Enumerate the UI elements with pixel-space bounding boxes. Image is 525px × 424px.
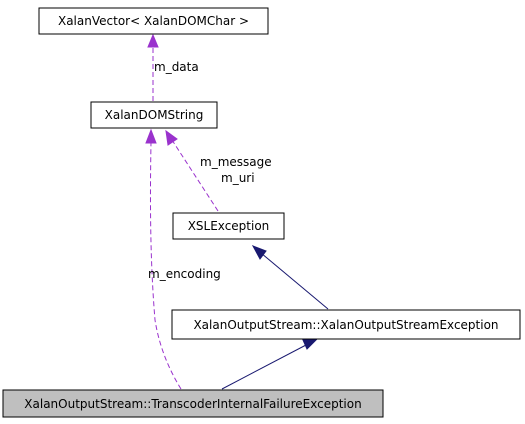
edge-inherit-xsl-arrowhead bbox=[251, 245, 267, 260]
edge-m-encoding-arrowhead bbox=[145, 128, 157, 144]
edge-label-m-message: m_message bbox=[200, 155, 272, 169]
edge-label-m-encoding: m_encoding bbox=[148, 267, 221, 281]
edge-m-message-uri bbox=[171, 139, 219, 212]
node-label-xsl-exception: XSLException bbox=[188, 219, 270, 233]
edges: m_data m_message m_uri m_encoding bbox=[145, 33, 329, 390]
edge-m-message-uri-arrowhead bbox=[165, 129, 178, 146]
edge-label-m-uri: m_uri bbox=[221, 171, 255, 185]
node-xalan-vector[interactable]: XalanVector< XalanDOMChar > bbox=[38, 7, 269, 35]
node-label-xalan-dom-string: XalanDOMString bbox=[105, 108, 204, 122]
edge-m-data-arrowhead bbox=[147, 33, 159, 48]
edge-inherit-output-arrowhead bbox=[302, 339, 318, 350]
node-xalan-dom-string[interactable]: XalanDOMString bbox=[90, 101, 218, 129]
edge-inherit-xsl bbox=[260, 252, 329, 310]
node-transcoder-exception[interactable]: XalanOutputStream::TranscoderInternalFai… bbox=[2, 389, 384, 418]
node-label-xalan-vector: XalanVector< XalanDOMChar > bbox=[58, 14, 249, 28]
nodes: XalanVector< XalanDOMChar > XalanDOMStri… bbox=[2, 7, 521, 418]
node-xsl-exception[interactable]: XSLException bbox=[172, 212, 285, 240]
node-label-transcoder-exception: XalanOutputStream::TranscoderInternalFai… bbox=[24, 397, 361, 411]
node-label-output-stream-exception: XalanOutputStream::XalanOutputStreamExce… bbox=[193, 318, 498, 332]
edge-inherit-output bbox=[221, 344, 307, 390]
edge-m-encoding bbox=[149, 141, 182, 390]
node-output-stream-exception[interactable]: XalanOutputStream::XalanOutputStreamExce… bbox=[171, 309, 521, 340]
edge-label-m-data: m_data bbox=[154, 60, 199, 74]
